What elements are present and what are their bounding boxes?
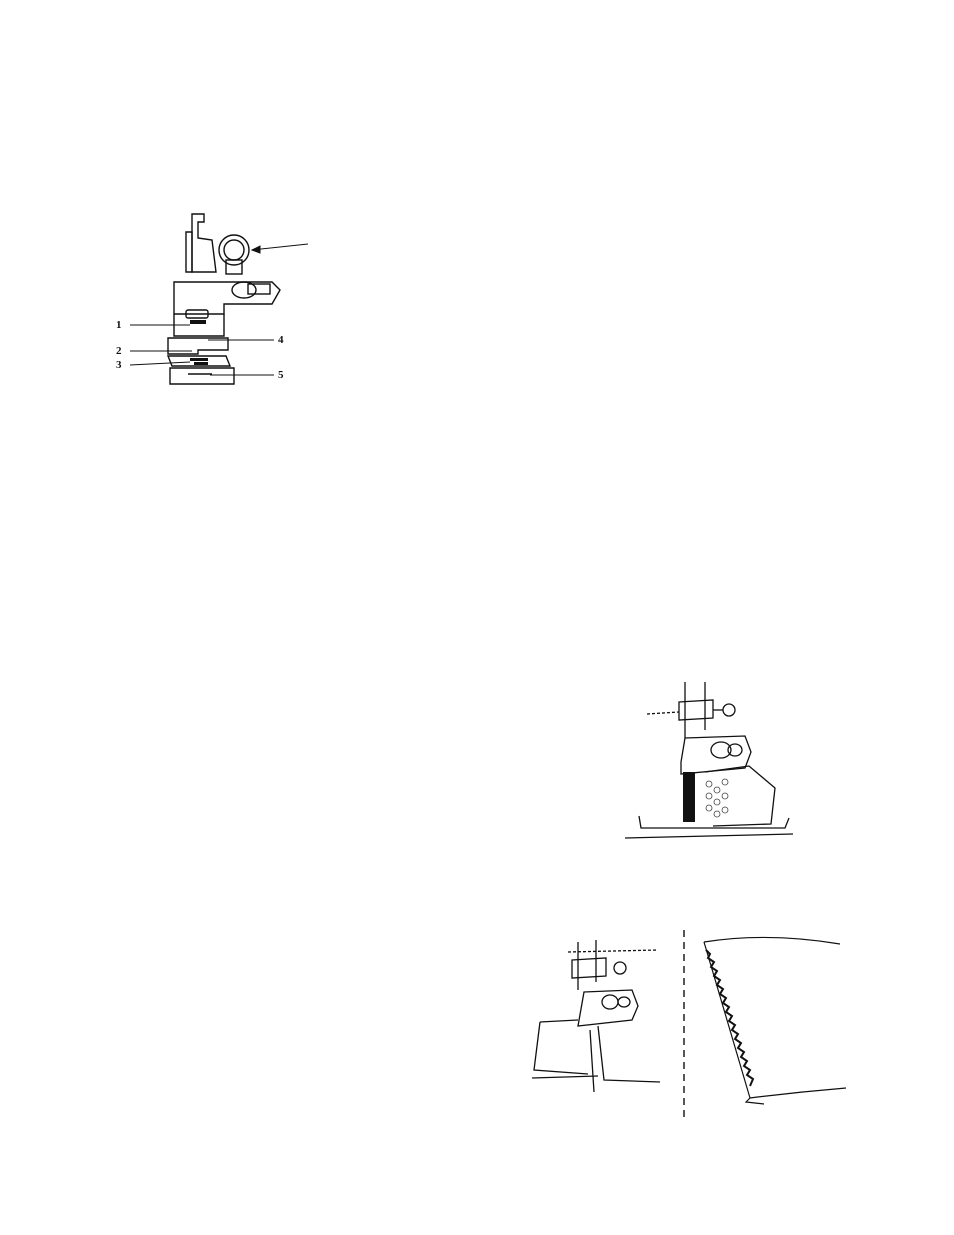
callout-1: 1 — [116, 320, 122, 331]
rolled-hem-figure — [528, 930, 848, 1120]
callout-4: 4 — [278, 335, 284, 346]
presser-foot-figure: 1 2 3 4 5 — [112, 210, 312, 395]
lace-sewing-figure — [625, 678, 795, 848]
lace-sewing-illustration — [625, 678, 795, 848]
callout-2: 2 — [116, 346, 122, 357]
presser-foot-illustration — [112, 210, 312, 395]
callout-3: 3 — [116, 360, 122, 371]
rolled-hem-illustration — [528, 930, 848, 1120]
callout-5: 5 — [278, 370, 284, 381]
